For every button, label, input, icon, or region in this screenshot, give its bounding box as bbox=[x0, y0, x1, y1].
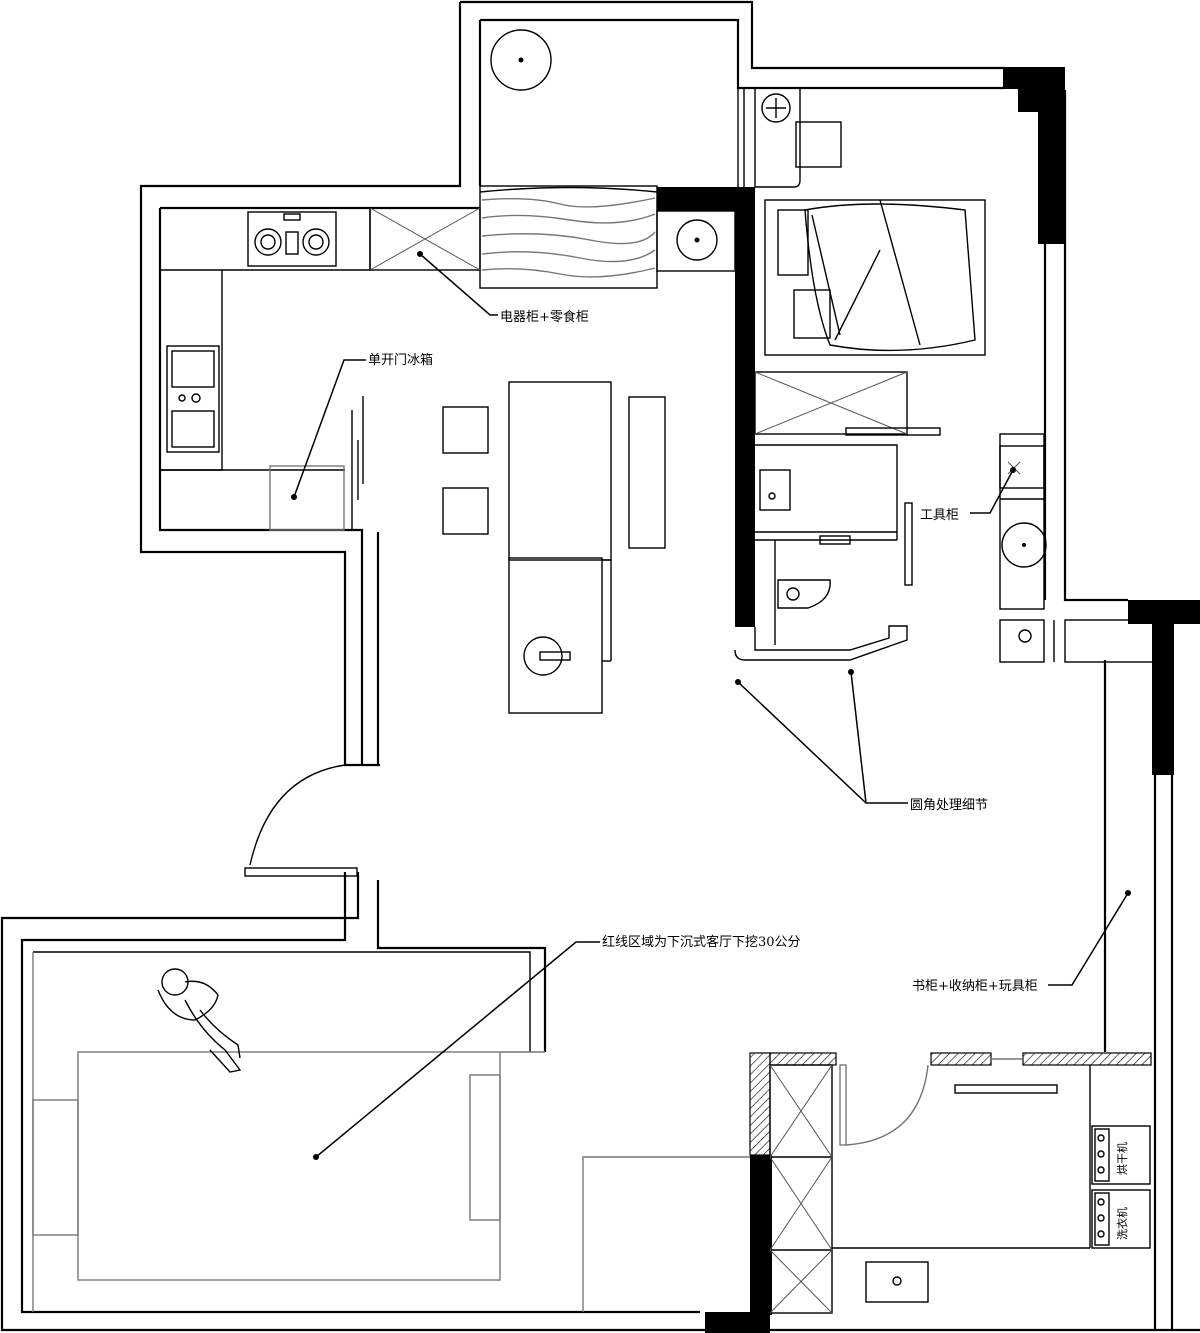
kitchen bbox=[160, 207, 481, 531]
study-door bbox=[839, 1064, 929, 1146]
double-sink-icon bbox=[166, 345, 220, 453]
label-dryer: 烘干机 bbox=[1115, 1142, 1129, 1175]
gas-stove-icon bbox=[247, 211, 337, 267]
wardrobe bbox=[754, 371, 941, 436]
storage-column bbox=[769, 1064, 833, 1314]
label-rounded-corner: 圆角处理细节 bbox=[910, 798, 988, 813]
bathroom bbox=[734, 444, 913, 661]
study-room bbox=[582, 1052, 1152, 1314]
entry-door bbox=[244, 764, 358, 877]
bedroom bbox=[737, 88, 986, 436]
washer bbox=[1091, 1189, 1151, 1249]
tool-cabinet bbox=[999, 433, 1156, 663]
person-icon bbox=[157, 968, 242, 1073]
sunken-living-room bbox=[32, 951, 545, 1312]
label-appliance-cabinet: 电器柜+零食柜 bbox=[500, 309, 589, 325]
annotation-leaders bbox=[291, 251, 1131, 1160]
plant-icon bbox=[490, 29, 552, 91]
dining-area bbox=[442, 381, 666, 714]
washbasin-icon bbox=[759, 469, 791, 511]
appliance-cabinet bbox=[369, 207, 481, 271]
label-fridge: 单开门冰箱 bbox=[368, 352, 433, 368]
annotation-labels: 电器柜+零食柜 单开门冰箱 工具柜 圆角处理细节 红线区域为下沉式客厅下挖30公… bbox=[368, 309, 1129, 1240]
plant-icon bbox=[656, 210, 736, 272]
cooktop-burner-icon bbox=[523, 636, 571, 676]
bed-icon bbox=[764, 199, 986, 356]
structural-walls bbox=[657, 67, 1200, 1333]
label-washer: 洗衣机 bbox=[1115, 1207, 1129, 1240]
nightstand bbox=[795, 121, 842, 168]
washbasin-icon bbox=[865, 1261, 929, 1303]
dryer bbox=[1091, 1125, 1151, 1185]
label-storage-cabinet: 书柜+收纳柜+玩具柜 bbox=[912, 979, 1038, 994]
washbasin-icon bbox=[1001, 522, 1047, 568]
fridge bbox=[269, 396, 364, 531]
label-tool-cabinet: 工具柜 bbox=[920, 508, 959, 523]
floor-lamp-icon bbox=[761, 93, 791, 123]
balcony bbox=[479, 29, 658, 289]
toilet-icon bbox=[777, 579, 831, 609]
label-sunken-living: 红线区域为下沉式客厅下挖30公分 bbox=[602, 934, 801, 950]
